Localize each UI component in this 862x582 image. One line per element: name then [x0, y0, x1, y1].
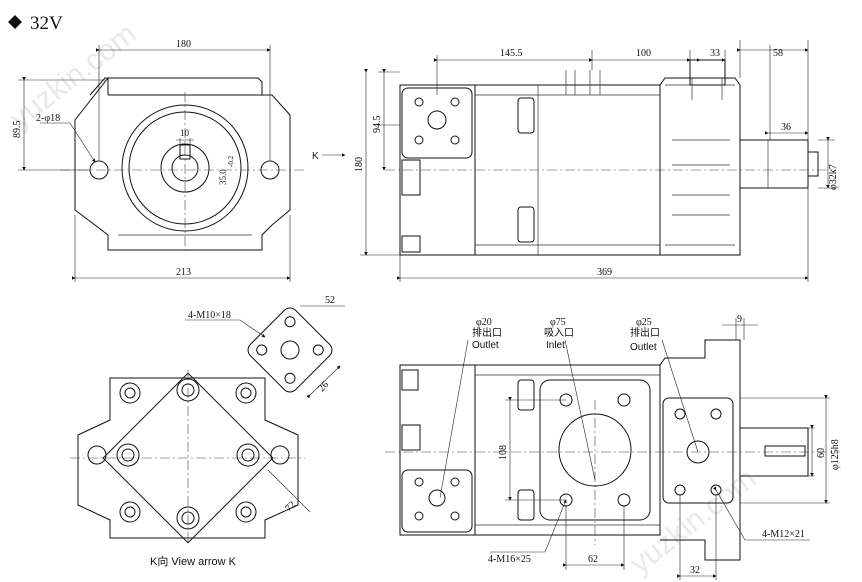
dim-52: 52 — [325, 295, 335, 306]
dim-62: 62 — [588, 554, 598, 565]
dim-shaft-tol: -0.2 — [227, 155, 235, 167]
model-title: 32V — [30, 13, 63, 34]
svg-text:yuzkin.com: yuzkin.com — [624, 462, 763, 580]
port-1-size: φ20 — [476, 317, 492, 328]
outlet-flange-rear — [401, 469, 473, 533]
dim-369: 369 — [597, 267, 612, 278]
dim-9: 9 — [737, 314, 742, 325]
front-body-outline — [74, 77, 291, 251]
k-square-flange — [102, 372, 274, 544]
port-1-en: Outlet — [472, 340, 499, 351]
view-arrow-label: K — [312, 151, 319, 162]
bottom-view: φ20 排出口 Outlet φ75 吸入口 Inlet φ25 排出口 Out… — [385, 314, 841, 580]
front-cover — [659, 77, 741, 256]
dim-26: 26 — [316, 379, 331, 394]
k-body-outline — [77, 377, 299, 539]
port-2-size: φ75 — [550, 317, 566, 328]
dim-32: 32 — [690, 565, 700, 576]
dim-shaft: 35.0 — [218, 169, 228, 185]
diamond-icon — [8, 15, 22, 29]
dim-145-5: 145.5 — [500, 48, 523, 59]
port-2-en: Inlet — [546, 340, 565, 351]
port-3-cn: 排出口 — [630, 326, 660, 339]
dim-shaft-fit: φ32k7 — [828, 164, 839, 190]
k-view: 4-M10×18 52 26 72 K向 View arrow K — [70, 295, 345, 568]
k-view-caption: K向 View arrow K — [150, 554, 237, 568]
svg-text:yuzkin.com: yuzkin.com — [4, 17, 143, 135]
dim-flange-dia: φ125h8 — [830, 439, 841, 470]
top-port-boss — [689, 59, 726, 86]
dim-key: 10 — [180, 128, 190, 138]
dim-180: 180 — [176, 39, 191, 50]
dim-72: 72 — [283, 499, 298, 514]
rear-port-flange — [401, 87, 473, 159]
dim-180-side: 180 — [354, 157, 365, 172]
dim-108: 108 — [498, 445, 509, 460]
dim-holes: 2-φ18 — [36, 113, 60, 124]
front-view: 180 89.5 2-φ18 10 35.0 -0.2 213 — [12, 39, 305, 282]
dim-89-5: 89.5 — [12, 121, 23, 139]
shaft — [739, 139, 809, 189]
dim-36: 36 — [781, 122, 791, 133]
dim-100: 100 — [636, 48, 651, 59]
side-view: K 145.5 100 3 — [312, 40, 839, 282]
dim-bolts-big: 4-M16×25 — [488, 554, 531, 565]
port-2-cn: 吸入口 — [544, 328, 574, 339]
dim-bolts-small: 4-M12×21 — [762, 529, 805, 540]
inlet-flange — [539, 379, 651, 521]
dim-bolts-k: 4-M10×18 — [188, 310, 231, 321]
port-3-en: Outlet — [630, 342, 657, 353]
outlet-flange-front — [662, 397, 734, 504]
dim-94-5: 94.5 — [372, 116, 383, 134]
port-1-cn: 排出口 — [472, 326, 502, 339]
dim-33: 33 — [710, 48, 720, 59]
title: 32V — [8, 13, 63, 34]
dim-60: 60 — [816, 448, 827, 458]
dim-58: 58 — [773, 48, 783, 59]
dim-213: 213 — [176, 267, 191, 278]
watermark: yuzkin.com yuzkin.com — [4, 17, 763, 580]
port-3-size: φ25 — [636, 317, 652, 328]
